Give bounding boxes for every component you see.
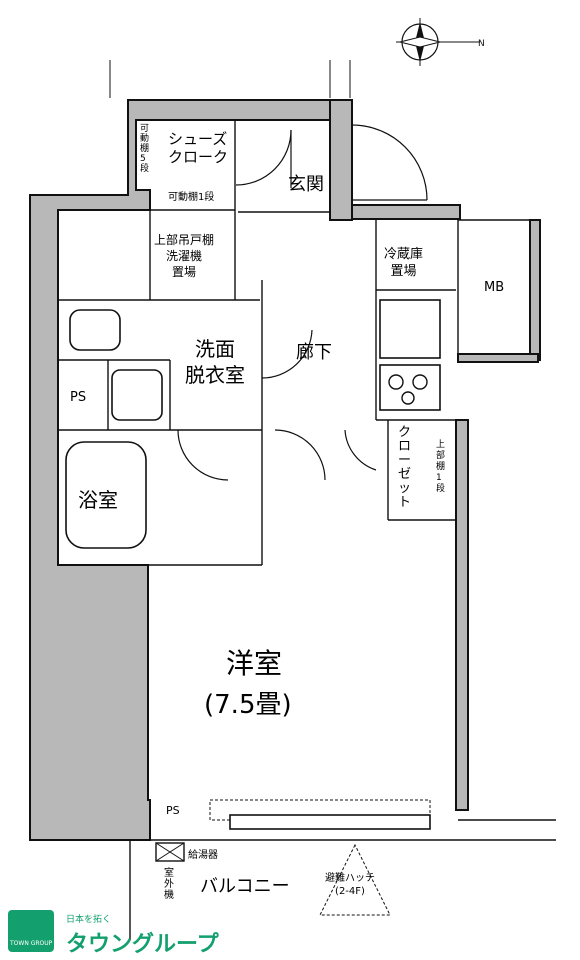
room-western-size: (7.5畳) — [204, 690, 292, 720]
room-hallway: 廊下 — [296, 342, 332, 363]
room-mb: MB — [484, 280, 505, 295]
window-frame — [229, 814, 431, 830]
logo-company: タウングループ — [66, 932, 219, 957]
company-logo: TOWN GROUP 日本を拓く タウングループ — [8, 910, 258, 957]
stove-icon — [379, 364, 441, 411]
water-heater-icon — [155, 842, 185, 862]
room-closet: クローゼット — [398, 425, 412, 510]
toilet-icon — [69, 309, 121, 351]
closet-door[interactable] — [344, 429, 377, 471]
compass-icon: N — [396, 18, 485, 66]
room-wash-dressing: 洗面 脱衣室 — [185, 337, 245, 387]
room-fridge: 冷蔵庫 置場 — [384, 247, 424, 279]
room-washer: 上部吊戸棚 洗濯機 置場 — [154, 233, 215, 279]
left-wall — [29, 99, 353, 841]
logo-tagline: 日本を拓く — [66, 915, 112, 925]
label-movable-shelf: 可動棚1段 — [168, 192, 215, 203]
tree-icon — [8, 910, 54, 952]
wash-room-door[interactable] — [261, 329, 313, 379]
compass-north: N — [478, 39, 485, 49]
right-wall — [455, 419, 469, 811]
room-shoes-cloak: シューズ クローク — [168, 130, 229, 166]
hatch-icon — [319, 843, 391, 916]
bath-door[interactable] — [177, 429, 229, 481]
label-shoes-shelf: 可動棚5段 — [140, 124, 150, 174]
entrance-side-wall — [329, 99, 353, 221]
room-balcony: バルコニー — [200, 876, 290, 897]
room-entrance: 玄関 — [288, 174, 324, 195]
logo-mark: TOWN GROUP — [10, 940, 53, 947]
kitchen-sink-icon — [379, 299, 441, 359]
room-western: 洋室 — [226, 647, 283, 680]
label-closet-shelf: 上部棚1段 — [436, 440, 446, 494]
label-hatch: 避難ハッチ (2-4F) — [325, 873, 375, 897]
bathtub-icon — [65, 441, 147, 549]
room-ps-upper: PS — [70, 390, 87, 405]
room-ps-lower: PS — [166, 804, 180, 817]
label-water-heater: 給湯器 — [188, 850, 218, 861]
hall-door[interactable] — [274, 429, 326, 481]
room-bath: 浴室 — [78, 488, 118, 512]
label-outdoor-unit: 室外機 — [164, 868, 174, 901]
shoes-door — [235, 129, 292, 186]
entrance-door[interactable] — [351, 124, 428, 201]
sink-icon — [111, 369, 163, 421]
